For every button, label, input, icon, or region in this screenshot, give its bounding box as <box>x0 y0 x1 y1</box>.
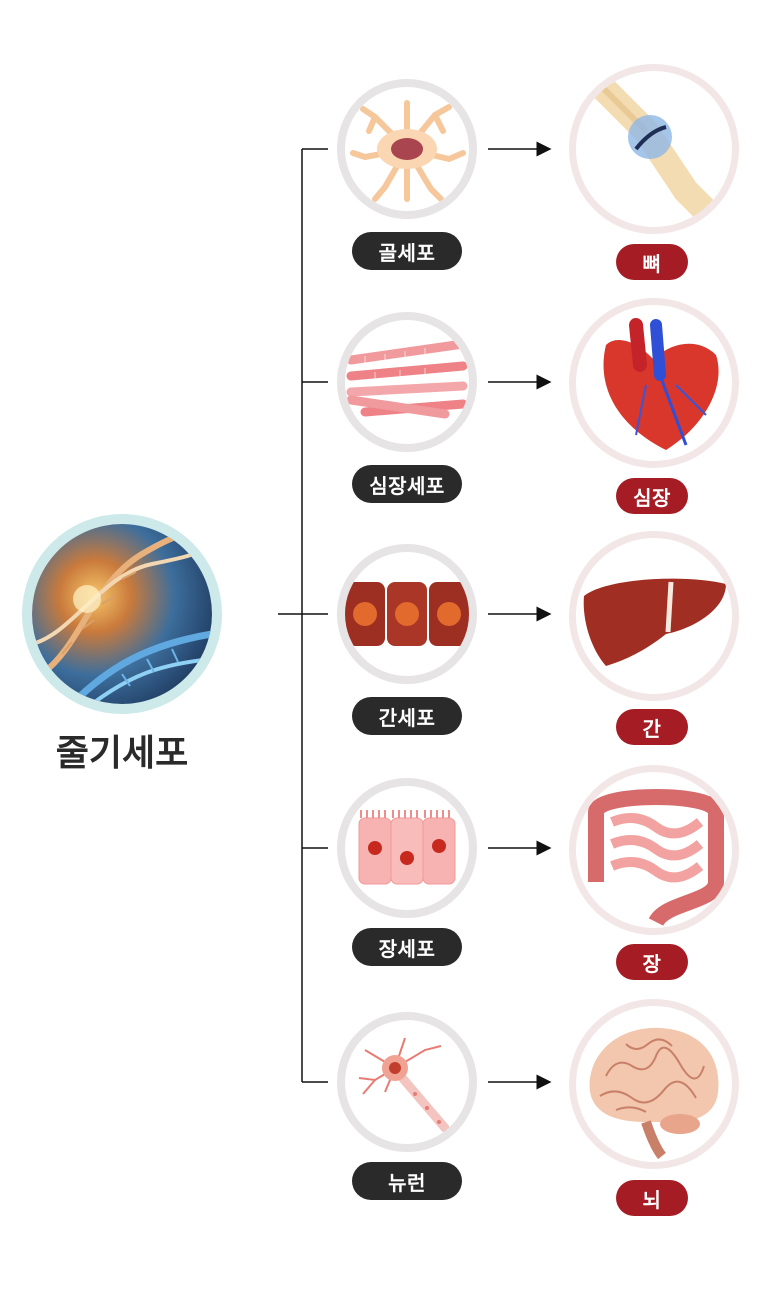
liver-icon <box>576 538 732 694</box>
hepatocyte-icon <box>345 552 469 676</box>
intestine-icon <box>576 772 732 928</box>
enterocyte-icon <box>345 786 469 910</box>
liver-cell-image <box>337 544 477 684</box>
stem-cell-title: 줄기세포 <box>22 724 222 776</box>
intestine-image <box>569 765 739 935</box>
organ-label: 뇌 <box>616 1180 688 1216</box>
heart-cell-image <box>337 312 477 452</box>
bone-icon <box>576 71 732 227</box>
cell-label: 뉴런 <box>352 1162 462 1200</box>
stem-cell-image <box>22 514 222 714</box>
muscle-fiber-icon <box>345 320 469 444</box>
organ-label: 심장 <box>616 478 688 514</box>
cell-label: 장세포 <box>352 928 462 966</box>
liver-image <box>569 531 739 701</box>
brain-image <box>569 999 739 1169</box>
neuron-cell-image <box>337 1012 477 1152</box>
intestine-cell-image <box>337 778 477 918</box>
dna-icon <box>32 524 212 704</box>
bone-cell-image <box>337 79 477 219</box>
cell-label: 골세포 <box>352 232 462 270</box>
brain-icon <box>576 1006 732 1162</box>
organ-label: 간 <box>616 709 688 745</box>
osteocyte-icon <box>345 87 469 211</box>
neuron-icon <box>345 1020 469 1144</box>
bone-image <box>569 64 739 234</box>
organ-label: 뼈 <box>616 244 688 280</box>
heart-image <box>569 298 739 468</box>
organ-label: 장 <box>616 944 688 980</box>
cell-label: 간세포 <box>352 697 462 735</box>
cell-label: 심장세포 <box>352 465 462 503</box>
heart-icon <box>576 305 732 461</box>
